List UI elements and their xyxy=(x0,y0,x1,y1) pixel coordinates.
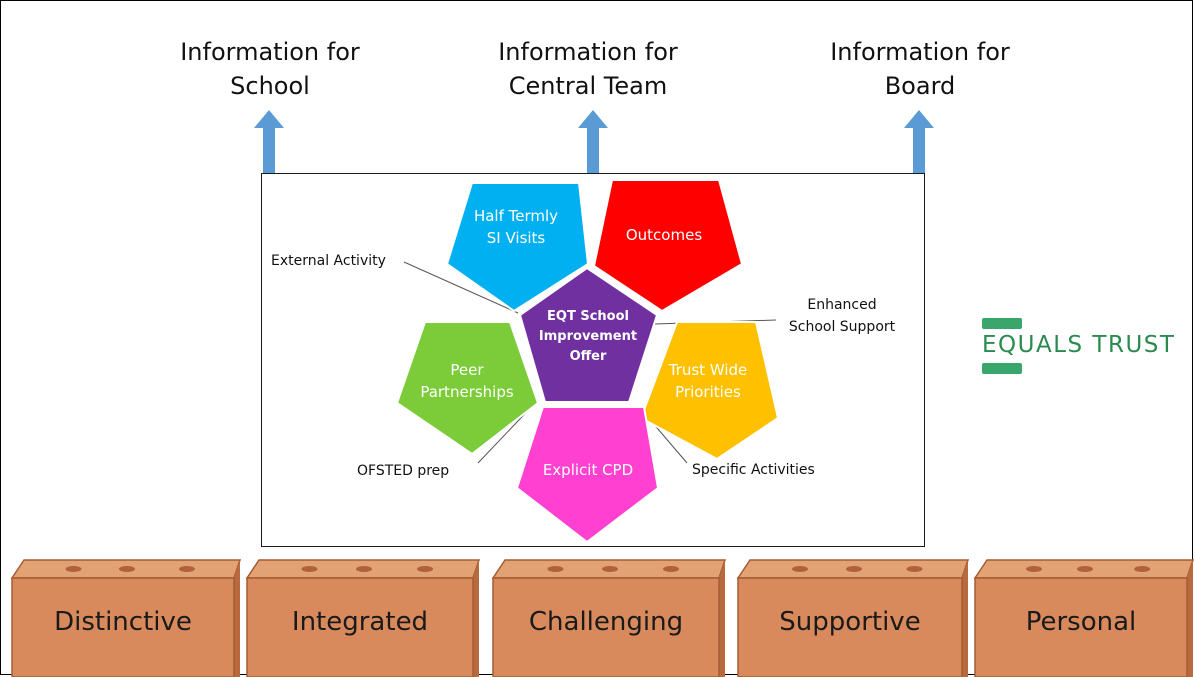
annotation-line: Enhanced xyxy=(807,297,876,313)
brick-front-face xyxy=(974,577,1188,677)
info-header-central-team: Information for Central Team xyxy=(458,35,718,103)
info-header-line: Information for xyxy=(498,38,678,66)
center-label: EQT School Improvement Offer xyxy=(539,309,637,364)
equals-trust-logo: EQUALS TRUST xyxy=(982,318,1195,378)
brick-label: Challenging xyxy=(529,607,683,637)
info-header-line: Information for xyxy=(180,38,360,66)
brick-side-face xyxy=(1187,560,1193,677)
pentagon-half-termly-si-visits xyxy=(445,182,590,313)
center-label-line: Offer xyxy=(570,349,607,364)
annotation-line: School Support xyxy=(789,319,896,335)
brick-personal: Personal xyxy=(973,559,1195,677)
logo-bar-top xyxy=(982,318,1022,329)
brick-hole xyxy=(301,566,318,572)
info-header-line: Central Team xyxy=(508,72,668,100)
pentagon-label-explicit-cpd: Explicit CPD xyxy=(543,461,633,479)
info-header-line: School xyxy=(230,72,310,100)
info-header-line: Information for xyxy=(830,38,1010,66)
pentagon-label-line: SI Visits xyxy=(487,229,546,247)
brick-hole xyxy=(356,566,372,572)
pentagon-label-half-termly: Half Termly SI Visits xyxy=(474,207,558,247)
info-header-line: Board xyxy=(884,72,956,100)
brick-side-face xyxy=(234,560,240,677)
brick-hole xyxy=(846,566,862,572)
pentagon-label-line: Half Termly xyxy=(474,207,558,225)
brick-side-face xyxy=(719,560,725,677)
brick-label: Distinctive xyxy=(54,607,192,637)
pentagon-label-line: Partnerships xyxy=(420,383,514,401)
brick-hole xyxy=(1077,566,1093,572)
annotation-ofsted-prep: OFSTED prep xyxy=(357,463,449,479)
brick-hole xyxy=(417,566,434,572)
brick-label: Supportive xyxy=(779,607,920,637)
pentagon-trust-wide-priorities xyxy=(639,321,780,461)
brick-front-face xyxy=(737,577,963,677)
pentagon-label-line: Trust Wide xyxy=(668,361,748,379)
brick-hole xyxy=(178,566,195,572)
brick-hole xyxy=(602,566,618,572)
brick-label: Personal xyxy=(1026,607,1137,637)
brick-hole xyxy=(547,566,564,572)
annotation-specific-activities: Specific Activities xyxy=(692,462,815,478)
pentagon-label-line: Priorities xyxy=(675,383,741,401)
logo-text: EQUALS TRUST xyxy=(982,332,1176,358)
pentagon-peer-partnerships xyxy=(395,321,540,456)
pentagon-label-peer: Peer Partnerships xyxy=(420,361,514,401)
pentagon-label-line: Peer xyxy=(450,361,484,379)
brick-front-face xyxy=(11,577,235,677)
pentagon-outcomes xyxy=(592,179,744,313)
annotation-external-activity: External Activity xyxy=(271,253,386,269)
pentagon-label-trust-wide: Trust Wide Priorities xyxy=(668,361,748,401)
brick-row: Distinctive Integrated Challenging Supporti… xyxy=(10,559,1195,677)
brick-hole xyxy=(1026,566,1042,572)
info-header-board: Information for Board xyxy=(790,35,1050,103)
brick-hole xyxy=(792,566,808,572)
brick-integrated: Integrated xyxy=(245,559,481,677)
annotation-enhanced-school-support: Enhanced School Support xyxy=(789,297,896,335)
brick-front-face xyxy=(492,577,720,677)
center-label-line: Improvement xyxy=(539,329,637,344)
pentagon-center-eqt xyxy=(518,266,659,403)
logo-bar-bottom xyxy=(982,363,1022,374)
brick-hole xyxy=(1134,566,1151,572)
brick-supportive: Supportive xyxy=(736,559,970,677)
pentagon-label-outcomes: Outcomes xyxy=(626,226,702,244)
brick-hole xyxy=(663,566,680,572)
brick-hole xyxy=(65,566,82,572)
up-arrow-school xyxy=(254,110,284,173)
brick-hole xyxy=(119,566,135,572)
info-header-school: Information for School xyxy=(140,35,400,103)
brick-challenging: Challenging xyxy=(491,559,727,677)
brick-label: Integrated xyxy=(292,607,428,637)
brick-side-face xyxy=(473,560,479,677)
brick-side-face xyxy=(962,560,968,677)
connector-external-activity xyxy=(403,261,519,314)
up-arrow-central-team xyxy=(578,110,608,173)
center-label-line: EQT School xyxy=(547,309,629,324)
brick-hole xyxy=(906,566,923,572)
brick-distinctive: Distinctive xyxy=(10,559,242,677)
up-arrow-board xyxy=(904,110,934,173)
pentagon-explicit-cpd xyxy=(515,406,660,544)
brick-front-face xyxy=(246,577,474,677)
